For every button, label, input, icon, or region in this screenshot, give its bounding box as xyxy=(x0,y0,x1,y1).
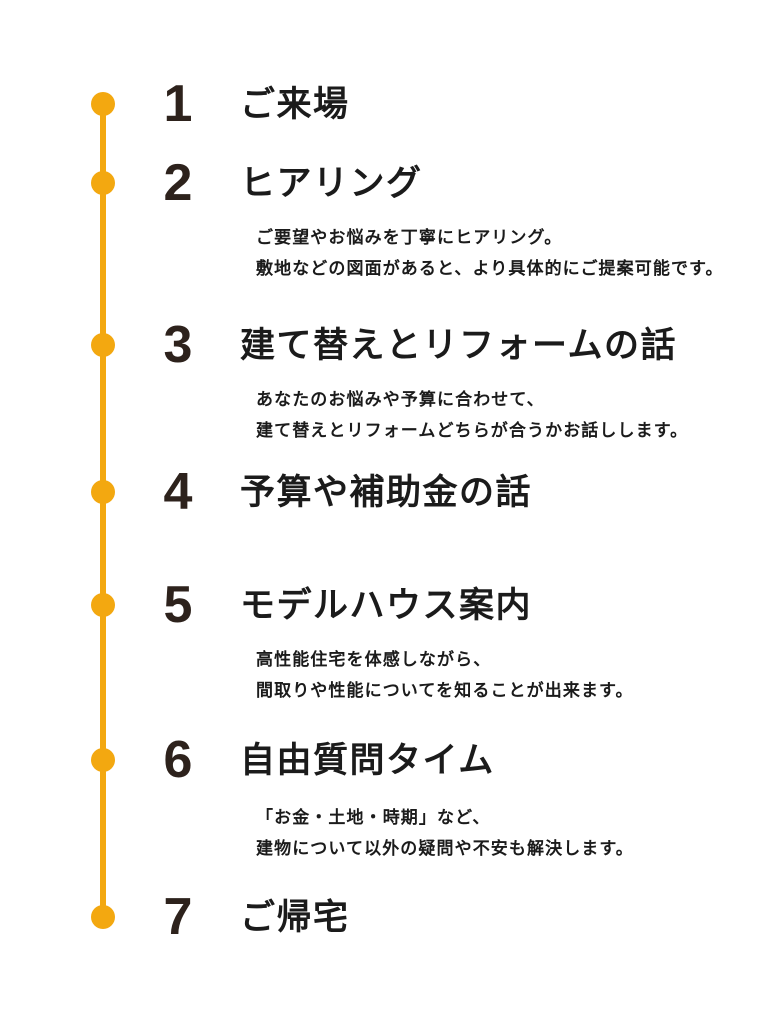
step-title: 建て替えとリフォームの話 xyxy=(240,325,677,365)
step-row-3: 3 建て替えとリフォームの話 xyxy=(150,315,677,375)
step-description: あなたのお悩みや予算に合わせて、 建て替えとリフォームどちらが合うかお話しします… xyxy=(256,384,736,446)
step-description-line: あなたのお悩みや予算に合わせて、 xyxy=(256,390,545,409)
step-description-line: 「お金・土地・時期」など、 xyxy=(256,808,491,827)
step-row-5: 5 モデルハウス案内 xyxy=(150,575,532,635)
step-description-line: ご要望やお悩みを丁寧にヒアリング。 xyxy=(256,228,563,247)
step-row-4: 4 予算や補助金の話 xyxy=(150,462,532,522)
step-title: 自由質問タイム xyxy=(240,740,495,780)
step-number: 2 xyxy=(163,154,193,212)
timeline-dot xyxy=(91,593,115,617)
step-description-line: 敷地などの図面があると、より具体的にご提案可能です。 xyxy=(256,259,724,278)
step-description: ご要望やお悩みを丁寧にヒアリング。 敷地などの図面があると、より具体的にご提案可… xyxy=(256,222,736,284)
step-description-line: 建て替えとリフォームどちらが合うかお話しします。 xyxy=(256,421,689,440)
step-description-line: 建物について以外の疑問や不安も解決します。 xyxy=(256,839,634,858)
step-title: ヒアリング xyxy=(240,163,423,203)
timeline-dot xyxy=(91,171,115,195)
step-description-line: 高性能住宅を体感しながら、 xyxy=(256,650,492,669)
step-number: 5 xyxy=(163,576,193,634)
step-description-line: 間取りや性能についてを知ることが出来ます。 xyxy=(256,681,634,700)
step-title: 予算や補助金の話 xyxy=(240,472,533,512)
step-row-6: 6 自由質問タイム xyxy=(150,730,495,790)
timeline-dot xyxy=(91,92,115,116)
step-row-7: 7 ご帰宅 xyxy=(150,887,350,947)
timeline-dot xyxy=(91,480,115,504)
step-number: 1 xyxy=(163,75,193,133)
timeline-dot xyxy=(91,905,115,929)
step-number: 7 xyxy=(163,888,193,946)
step-description: 「お金・土地・時期」など、 建物について以外の疑問や不安も解決します。 xyxy=(256,802,736,864)
timeline-dot xyxy=(91,748,115,772)
step-row-1: 1 ご来場 xyxy=(150,74,350,134)
step-number: 3 xyxy=(163,316,193,374)
step-title: ご帰宅 xyxy=(240,897,350,937)
step-description: 高性能住宅を体感しながら、 間取りや性能についてを知ることが出来ます。 xyxy=(256,644,736,706)
step-number: 6 xyxy=(163,731,193,789)
step-title: モデルハウス案内 xyxy=(240,585,533,625)
timeline-line xyxy=(100,104,106,917)
step-title: ご来場 xyxy=(240,84,350,124)
timeline-dot xyxy=(91,333,115,357)
step-row-2: 2 ヒアリング xyxy=(150,153,423,213)
step-number: 4 xyxy=(163,463,193,521)
